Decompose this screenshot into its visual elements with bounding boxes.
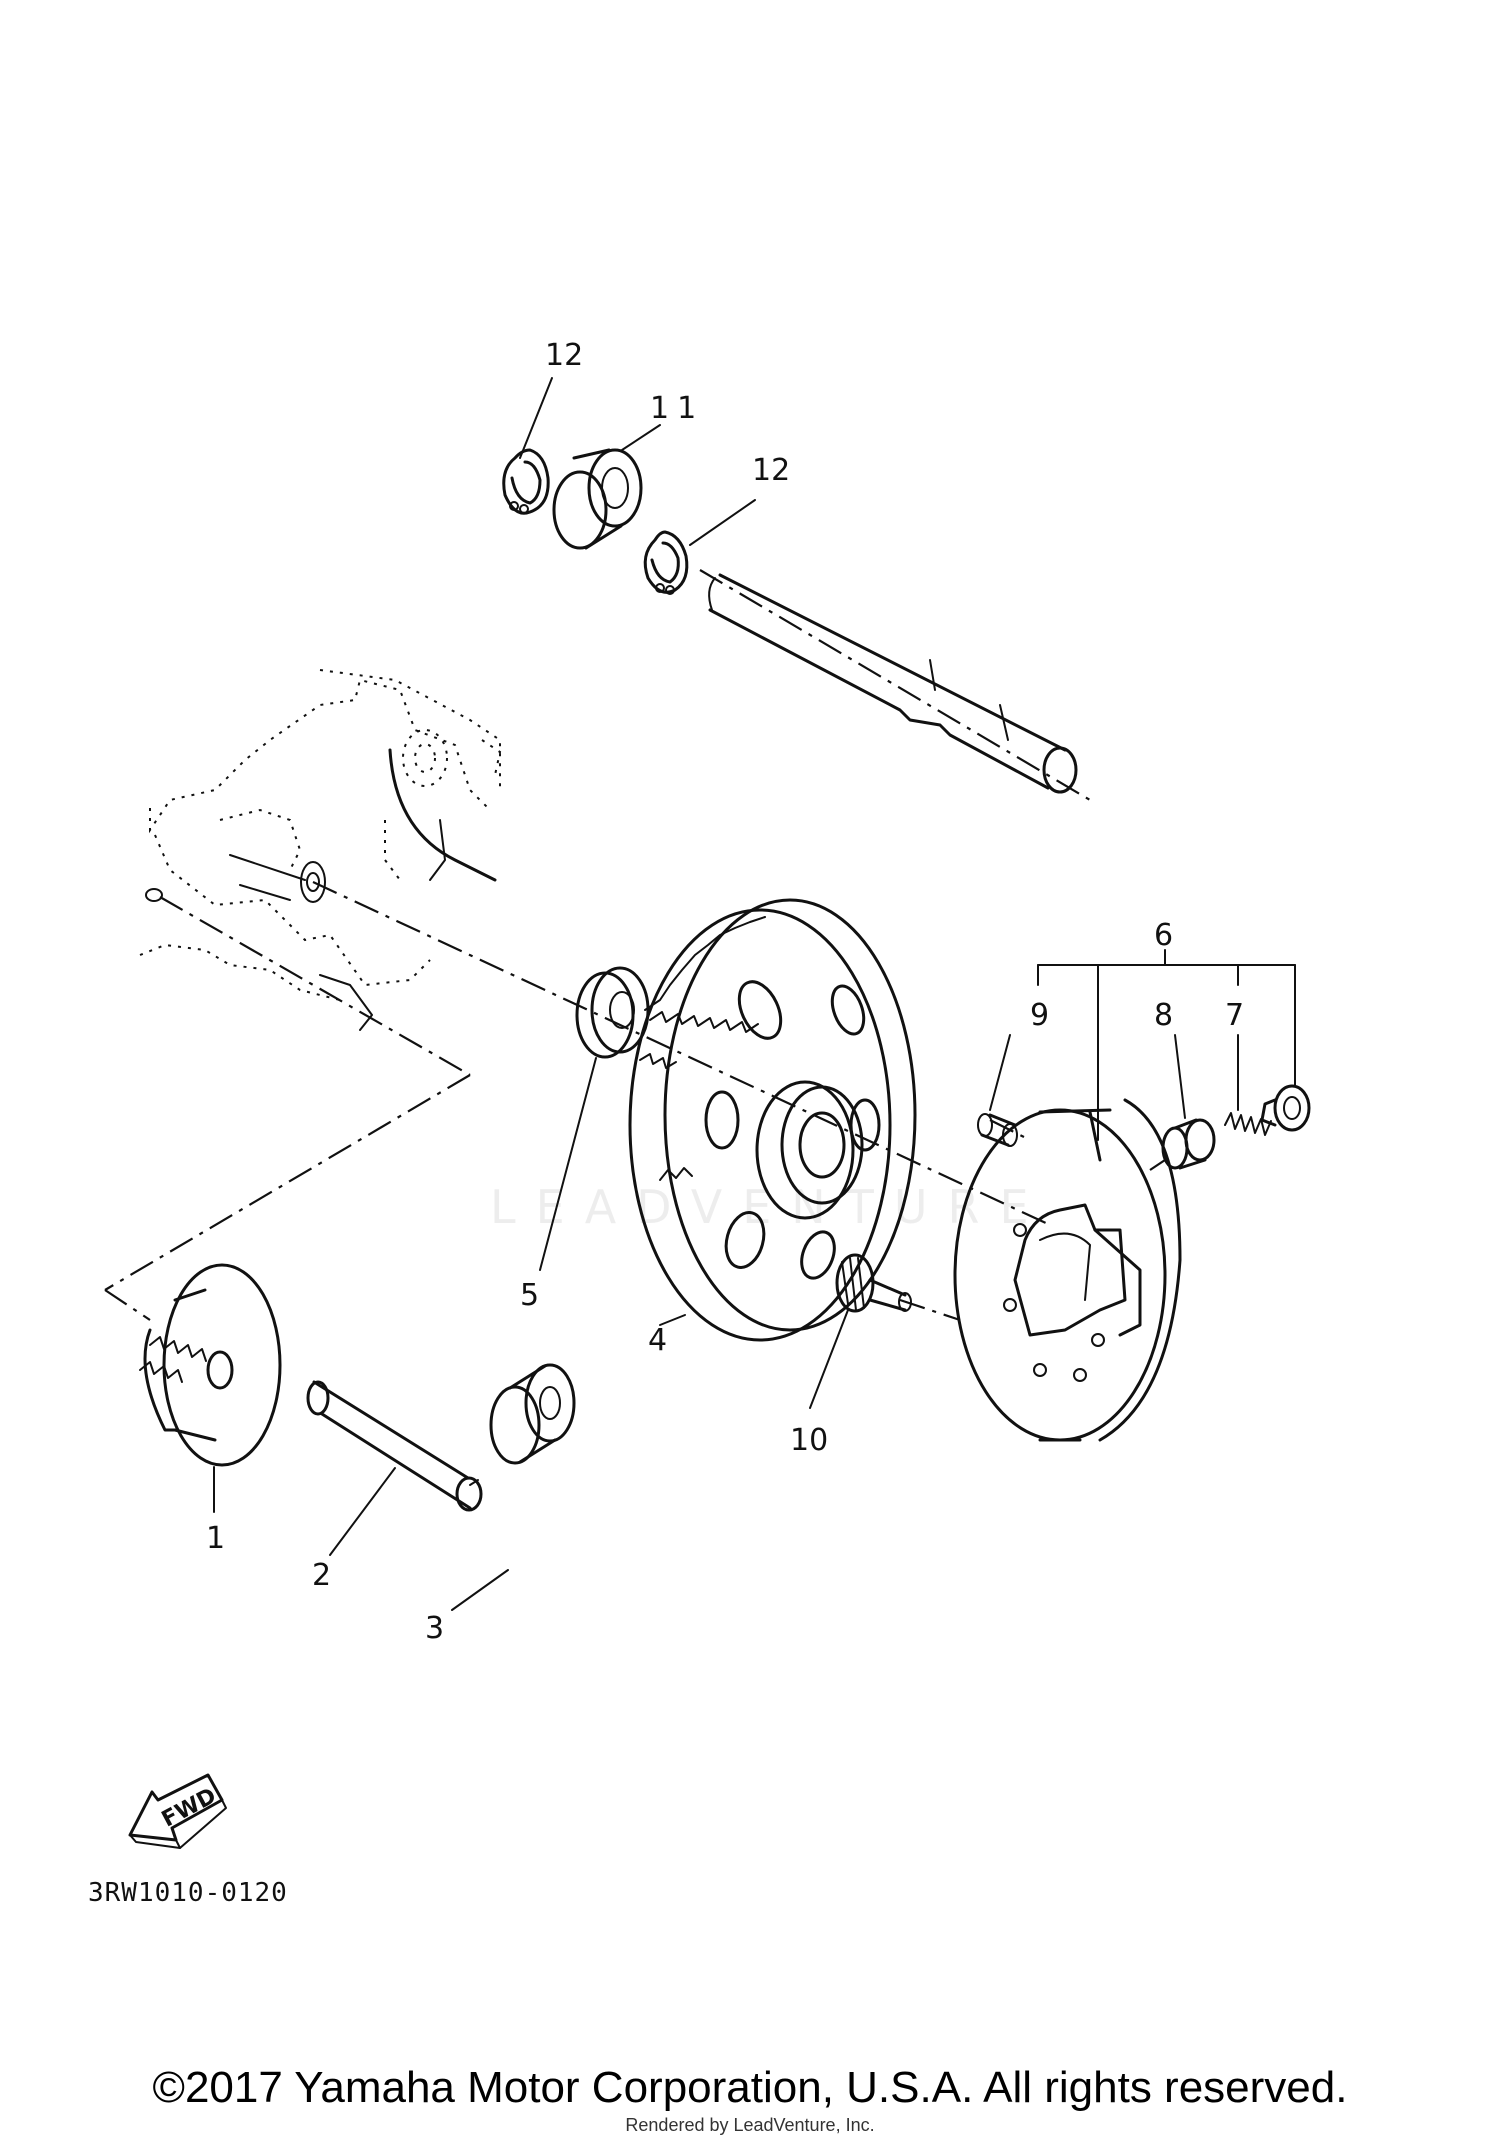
- copyright-notice: ©2017 Yamaha Motor Corporation, U.S.A. A…: [152, 2063, 1348, 2112]
- leader-lines: [213, 377, 1296, 1611]
- callout-7: 7: [1225, 998, 1244, 1033]
- callout-6: 6: [1154, 918, 1173, 953]
- starter-wheel-gear-part-4: [628, 898, 917, 1342]
- callout-2: 2: [312, 1558, 331, 1593]
- assembly-centerlines: [104, 569, 1166, 1322]
- shaft: [708, 573, 1078, 794]
- callout-9: 9: [1030, 998, 1049, 1033]
- idler-shaft-part-2: [306, 1380, 483, 1512]
- spring-cap: [1260, 1084, 1311, 1132]
- spring-part-7: [1224, 1112, 1272, 1136]
- callout-11: 11: [650, 391, 704, 426]
- bolt-part-10: [835, 1253, 912, 1313]
- callout-10: 10: [790, 1423, 828, 1458]
- collar-part-11: [552, 448, 643, 550]
- crankcase-outline: [139, 669, 502, 1031]
- diagram-code: 3RW1010-0120: [88, 1878, 288, 1908]
- circlip-part-12-lower: [643, 530, 689, 595]
- callout-12-upper: 12: [545, 338, 583, 373]
- callout-1: 1: [206, 1521, 225, 1556]
- callout-3: 3: [425, 1611, 444, 1646]
- clutch-housing-part-6: [953, 1098, 1182, 1442]
- watermark: LEADVENTURE: [490, 1180, 1049, 1234]
- callout-12-lower: 12: [752, 453, 790, 488]
- collar-part-3: [489, 1363, 576, 1465]
- roller-part-8: [1161, 1118, 1216, 1170]
- callout-4: 4: [648, 1323, 667, 1358]
- rendered-by-credit: Rendered by LeadVenture, Inc.: [625, 2115, 875, 2135]
- fwd-label: FWD: [158, 1783, 221, 1832]
- callout-labels: 12 11 12 6 9 8 7 5 4 10 1 2 3: [206, 338, 1244, 1646]
- idler-gear-part-1: [139, 1263, 282, 1467]
- callout-5: 5: [520, 1278, 539, 1313]
- forward-direction-arrow: FWD: [128, 1773, 227, 1849]
- washer-part-5: [575, 966, 650, 1059]
- pin-part-9: [977, 1113, 1018, 1147]
- callout-8: 8: [1154, 998, 1173, 1033]
- circlip-part-12-upper: [502, 448, 550, 515]
